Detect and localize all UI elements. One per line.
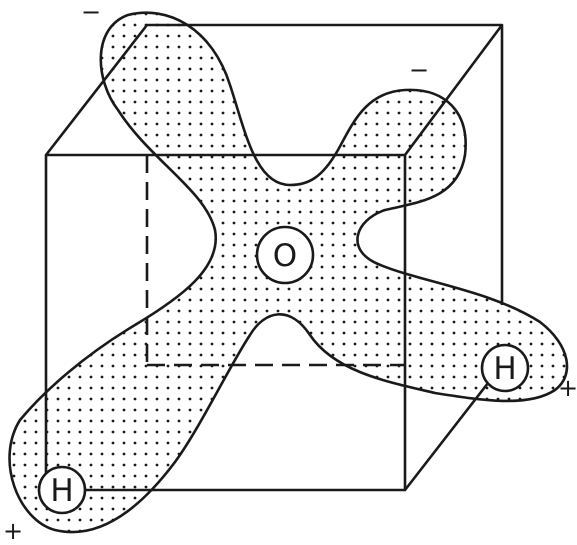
hydrogen-atom-left-label: H: [50, 473, 73, 509]
charge-sign-top-right: −: [409, 56, 429, 84]
charge-sign-bottom-left: +: [3, 517, 23, 545]
charge-sign-bottom-right: +: [558, 374, 577, 402]
hydrogen-atom-left: H: [39, 467, 85, 513]
oxygen-atom: O: [257, 227, 313, 283]
hydrogen-atom-right-label: H: [493, 351, 516, 387]
oxygen-atom-label: O: [273, 238, 297, 274]
hydrogen-atom-right: H: [482, 345, 528, 391]
charge-sign-top-left: −: [81, 0, 101, 26]
